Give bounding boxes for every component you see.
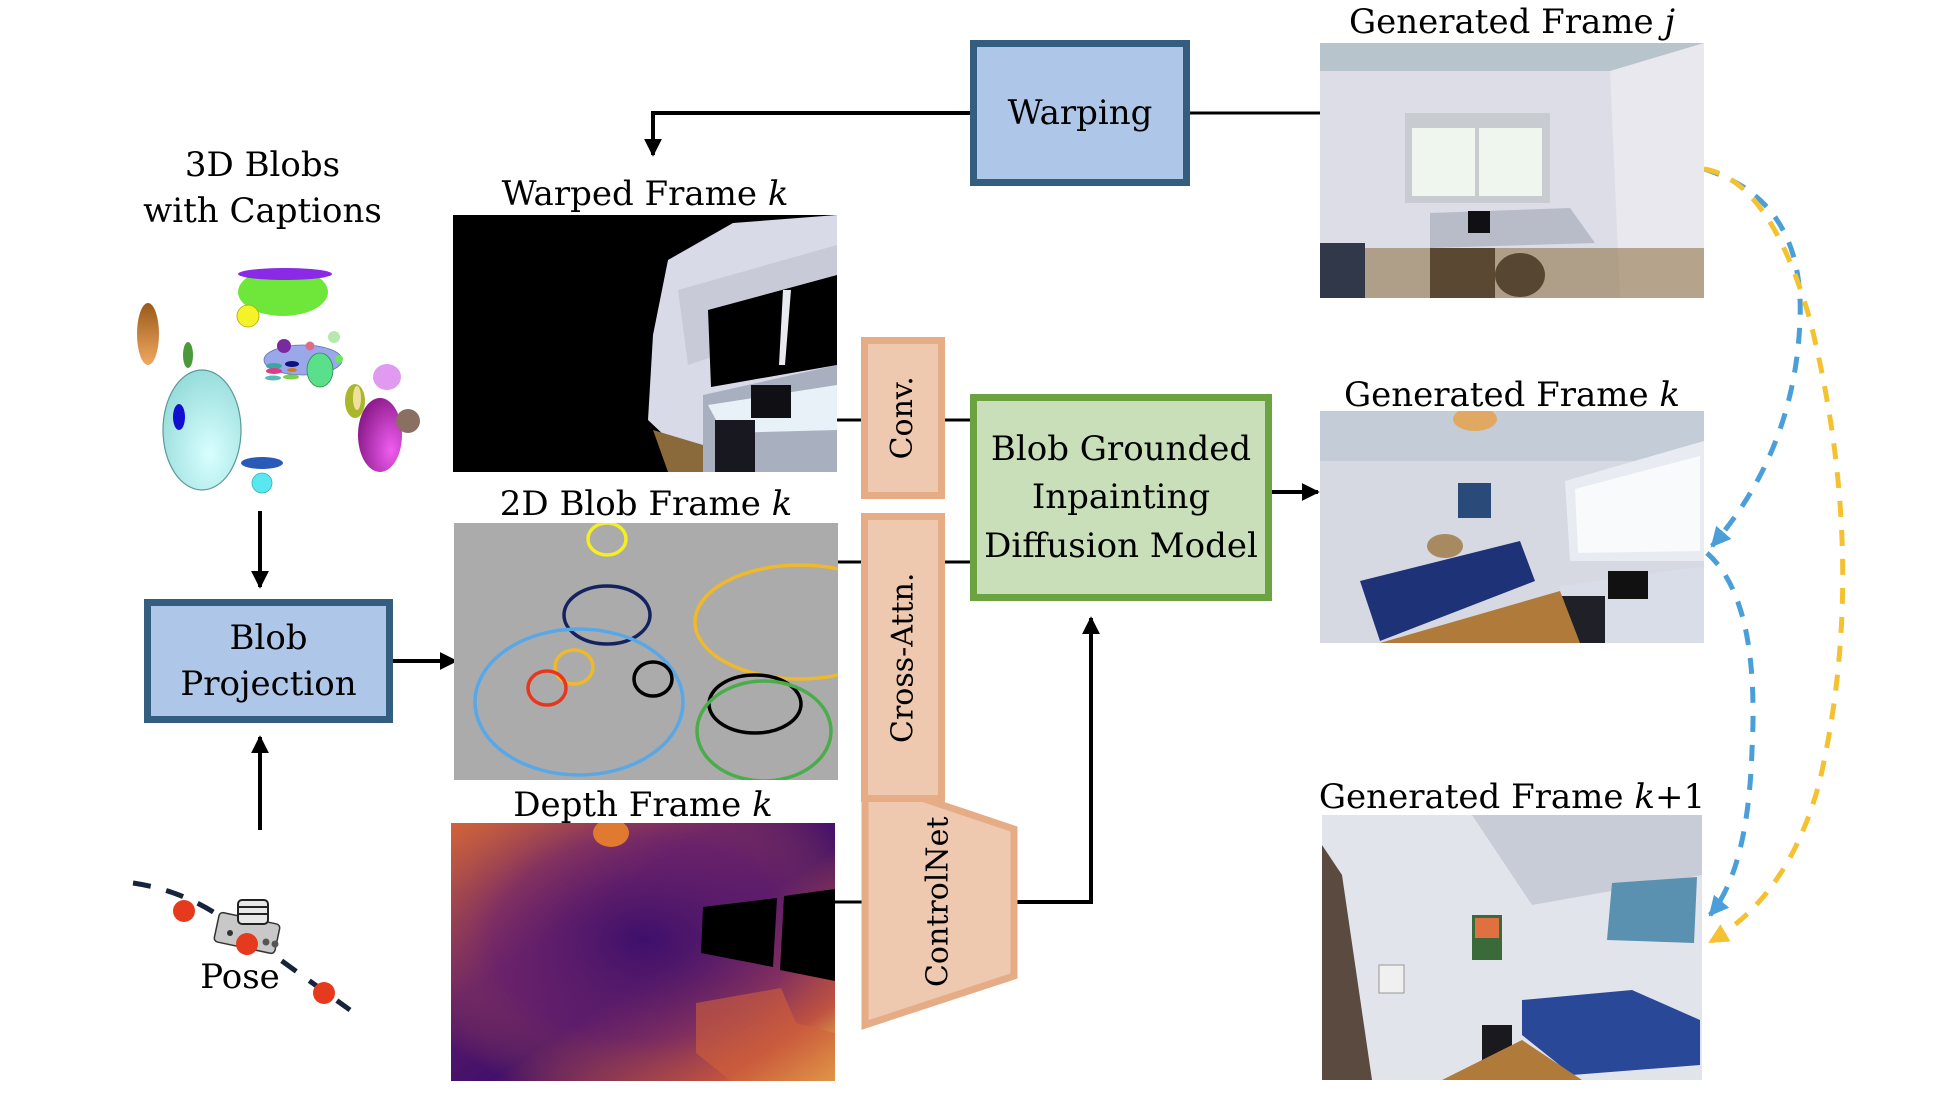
gen-frame-k-var: k [1659,375,1681,415]
blobs-title-line1: 3D Blobs [184,145,341,185]
blobs-3d-illustration [137,268,420,494]
blob2d-ellipse-red [526,669,568,707]
blob-taupe [396,409,420,433]
dashed-arrow-genj-to-genk [1703,166,1803,548]
blob-cyan-small [251,472,273,494]
warped-frame-title-text: Warped Frame [501,174,758,214]
blob-brown [137,303,159,365]
blob-pale-green [328,331,340,343]
blob-dark-blue [173,404,185,430]
cross-attn-label: Cross-Attn. [885,572,921,743]
pose-point [173,900,195,922]
blob2d-ellipse-navy [562,584,652,646]
blob-lime-flat [283,374,299,380]
conv-label: Conv. [885,376,921,460]
blob-magenta [358,398,402,472]
gen-frame-k1-image [1322,815,1702,1080]
blob-projection-line1: Blob [229,617,308,658]
blob-green-ellipse [306,352,334,388]
gen-frame-k-drawing [1320,411,1704,643]
depth-frame-var: k [752,785,773,825]
depth-frame-title: Depth Frame k [451,788,835,822]
blob-purple-flat [238,268,332,280]
blob-teal [266,363,282,369]
blob2d-ellipse-orange-large [693,563,838,681]
pose-label: Pose [200,957,280,997]
diffusion-line2: Inpainting [1031,477,1211,518]
blob2d-frame-var: k [771,484,793,524]
controlnet-shape [861,774,1018,1030]
blob-cyan-large [162,369,242,491]
blob-navy-flat [285,361,299,367]
depth-frame-drawing [451,823,835,1081]
gen-frame-j-title: Generated Frame j [1320,5,1704,39]
blob-teal-flat [265,375,281,381]
warping-box: Warping [970,40,1190,186]
gen-frame-k-image [1320,411,1704,643]
blob2d-ellipse-yellow [586,523,628,557]
gen-frame-k-title: Generated Frame k [1320,378,1704,412]
gen-frame-k-title-text: Generated Frame [1343,375,1649,415]
gen-frame-k1-suffix: +1 [1654,777,1706,817]
blob-pink [305,341,315,351]
blob2d-ellipse-lightblue [473,627,685,777]
arrow-warping-to-warped [644,111,970,157]
gen-frame-j-title-text: Generated Frame [1348,2,1654,42]
diffusion-line1: Blob Grounded [990,429,1252,470]
blob2d-ellipse-black-small [632,660,674,698]
blob-small-lime [335,355,343,363]
gen-frame-k1-var: k [1634,777,1655,817]
blob-yellow [236,304,260,328]
blobs-title-line2: with Captions [143,191,382,231]
blob2d-ellipse-green [695,679,833,780]
dashed-arrow-genk-to-genk1 [1705,551,1756,917]
blob2d-ellipses [473,523,838,780]
depth-frame-image [451,823,835,1081]
camera-icon [213,899,281,955]
blob-orange-flat [287,368,297,372]
warped-frame-title: Warped Frame k [453,177,837,211]
blob-olive-inner [353,386,361,410]
gen-frame-k1-title-text: Generated Frame [1318,777,1624,817]
depth-frame-title-text: Depth Frame [513,785,742,825]
controlnet-label-wrap: ControlNet [862,779,1014,1025]
diffusion-model-box: Blob Grounded Inpainting Diffusion Model [970,394,1272,601]
conv-box: Conv. [861,337,945,499]
warped-frame-image [453,215,837,472]
arrow-controlnet-to-diffusion [1017,616,1100,904]
dashed-arrow-genj-to-genk1 [1703,166,1846,945]
warped-frame-drawing [648,215,837,472]
blob-green [238,268,328,316]
blob-projection-line2: Projection [180,664,357,704]
diffusion-line3: Diffusion Model [984,525,1258,566]
blob-small-green [183,342,193,368]
controlnet-label: ControlNet [920,816,956,988]
blob-projection-box: Blob Projection [144,599,393,723]
blob2d-frame-title-text: 2D Blob Frame [499,484,761,524]
blob-purple-small [277,339,291,353]
blobs-title: 3D Blobs with Captions [120,148,405,228]
pose-trajectory [132,880,352,1013]
blob-magenta-flat [266,368,282,374]
blob-lilac [373,364,401,390]
gen-frame-k1-drawing [1322,815,1702,1080]
gen-frame-j-image [1320,43,1704,298]
blob2d-ellipse-orange-small [553,648,595,686]
pose-point [313,982,335,1004]
gen-frame-j-drawing [1320,43,1704,298]
blob2d-frame-title: 2D Blob Frame k [454,487,838,521]
warped-frame-var: k [767,174,789,214]
gen-frame-k1-title: Generated Frame k+1 [1310,780,1714,814]
cross-attn-box: Cross-Attn. [861,513,945,802]
gen-frame-j-var: j [1664,2,1675,42]
blob2d-frame-image [454,523,838,780]
blob-blue-flat [241,457,283,469]
